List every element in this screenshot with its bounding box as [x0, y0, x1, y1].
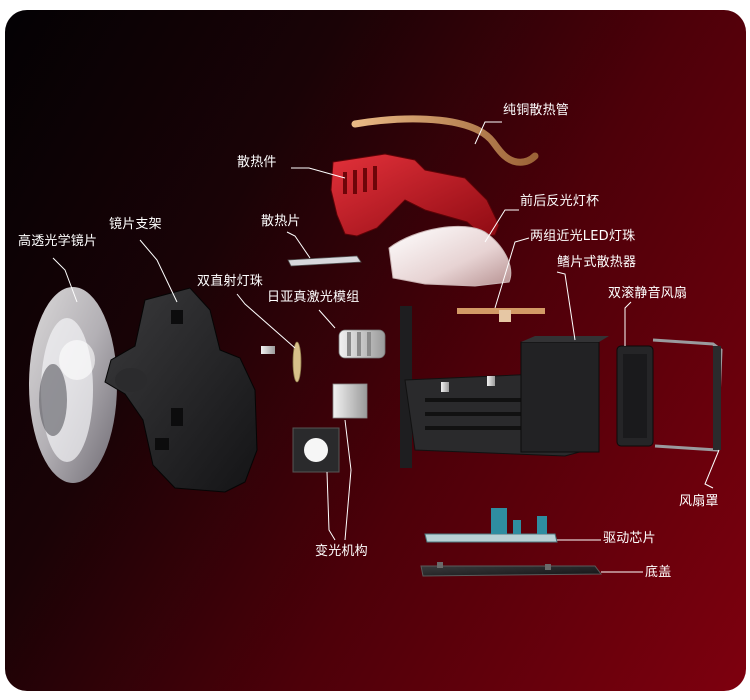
small-screw	[261, 346, 275, 354]
label-nichia-laser: 日亚真激光模组	[267, 290, 360, 305]
heat-plate	[287, 255, 362, 267]
label-reflector-cup: 前后反光灯杯	[520, 194, 600, 209]
lens-bracket	[104, 287, 258, 493]
fin-heatsink	[520, 336, 609, 453]
leader-nichia-laser	[318, 309, 336, 329]
shift-mechanism	[292, 383, 368, 473]
leader-heat-plate	[286, 231, 311, 259]
product-card: 纯铜散热管 散热件 前后反光灯杯 散热片 两组近光LED灯珠 镜片支架 高透光学…	[5, 10, 746, 691]
leader-shift-1	[326, 471, 336, 541]
label-shift-mechanism: 变光机构	[315, 544, 368, 559]
label-dual-laser-chip: 双直射灯珠	[197, 274, 264, 289]
bottom-cover	[420, 562, 602, 577]
label-driver-chip: 驱动芯片	[603, 531, 656, 546]
leader-copper-heat-pipe	[474, 121, 502, 145]
leader-lines	[52, 121, 720, 573]
label-heatsink-part: 散热件	[237, 155, 277, 170]
optical-lens	[29, 287, 117, 483]
label-heat-plate: 散热片	[261, 214, 301, 229]
leader-lens-bracket	[139, 239, 178, 303]
dual-fan	[616, 345, 654, 447]
label-fin-heatsink: 鳍片式散热器	[557, 255, 637, 270]
leader-fin-heatsink	[556, 271, 576, 341]
leader-dual-laser-chip	[236, 293, 296, 349]
driver-board	[424, 508, 558, 543]
label-lens-bracket: 镜片支架	[109, 217, 162, 232]
reflector-cup	[388, 225, 512, 287]
exploded-view-diagram	[29, 115, 723, 577]
leader-reflector-cup	[484, 209, 519, 243]
leader-shift-2	[344, 419, 352, 541]
led-strip	[457, 308, 545, 322]
label-dual-led: 两组近光LED灯珠	[530, 229, 636, 244]
leader-dual-led	[494, 237, 530, 309]
label-dual-fan: 双滚静音风扇	[608, 286, 688, 301]
laser-chip	[292, 341, 302, 383]
leader-heatsink-part	[291, 167, 346, 179]
red-heatsink-part	[330, 153, 500, 237]
label-copper-heat-pipe: 纯铜散热管	[503, 103, 570, 118]
copper-heat-pipe	[351, 115, 539, 166]
leader-dual-fan	[624, 301, 632, 346]
leader-fan-cover	[704, 449, 720, 489]
fan-cover	[652, 338, 723, 452]
leader-optical-lens	[52, 257, 78, 303]
laser-module	[338, 329, 386, 359]
label-fan-cover: 风扇罩	[679, 494, 719, 509]
label-bottom-cover: 底盖	[645, 565, 672, 580]
label-optical-lens: 高透光学镜片	[18, 234, 98, 249]
